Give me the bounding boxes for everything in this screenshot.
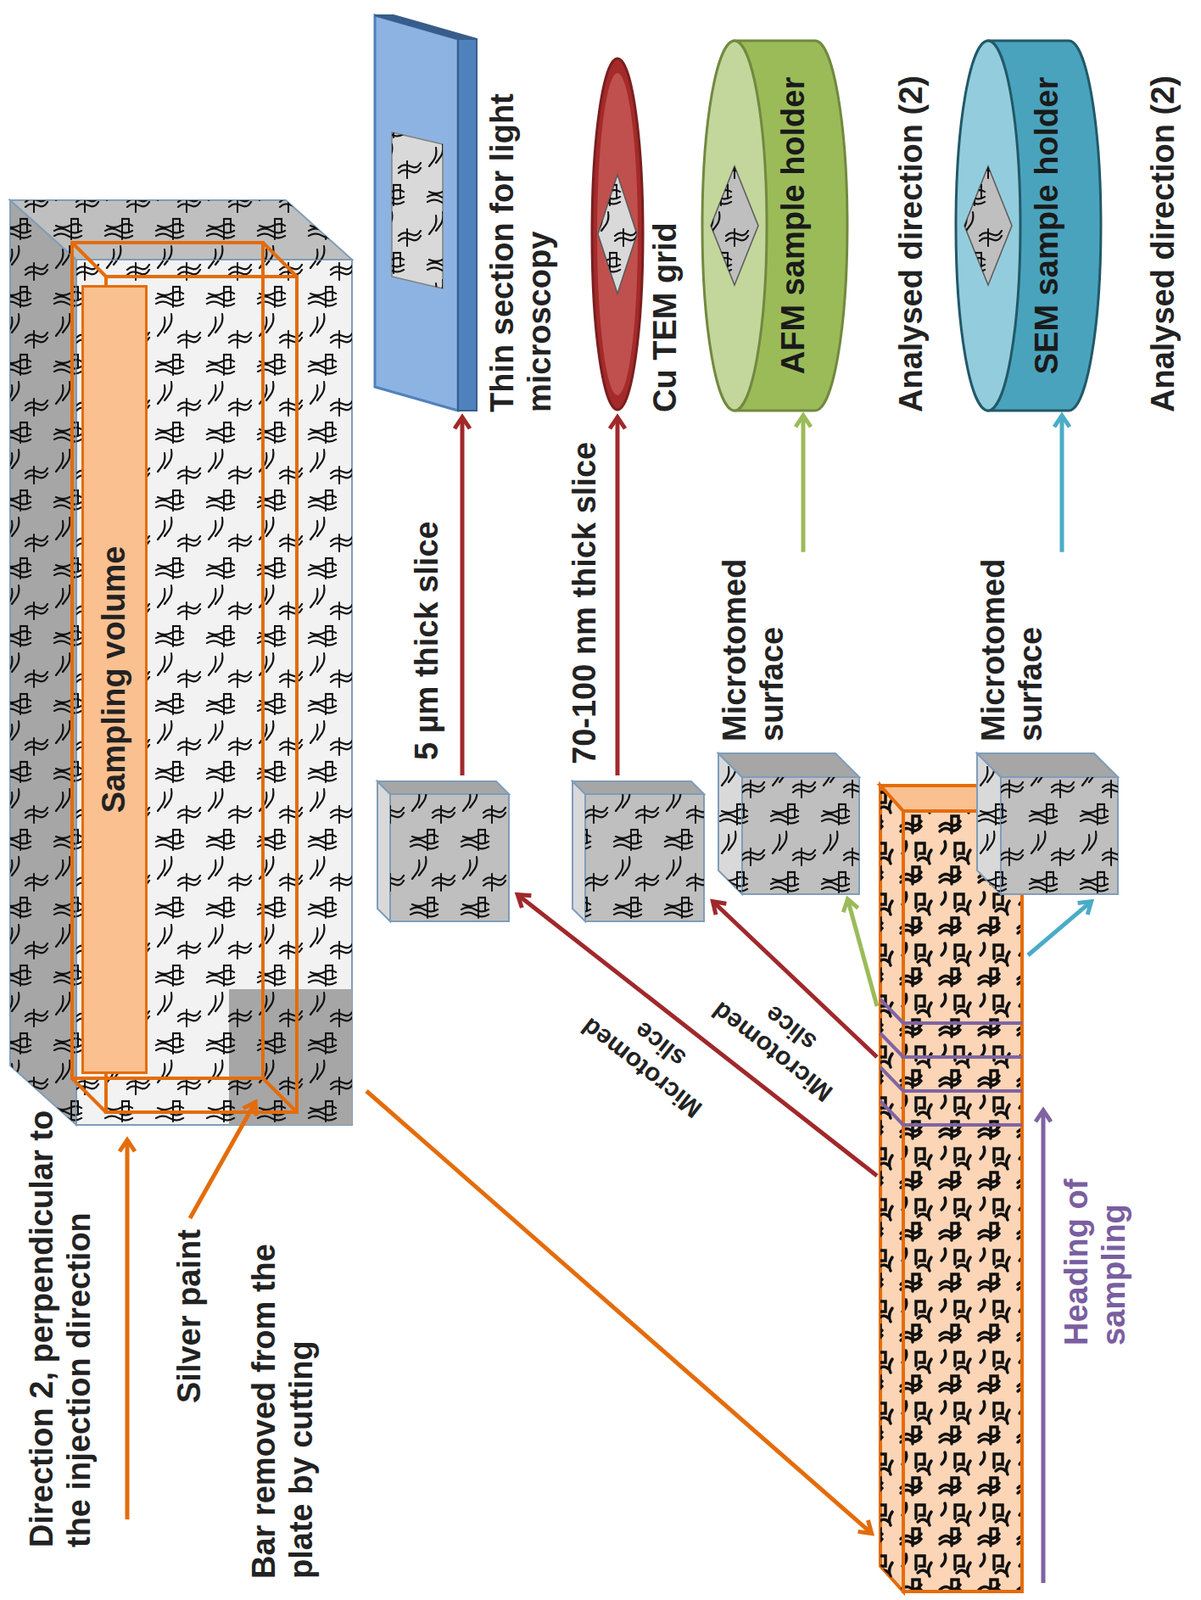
node-text: Microtomed surface [975, 558, 1050, 742]
drawing-rect [585, 793, 704, 922]
drawing-rect [390, 793, 509, 922]
node-text: Microtomed surface [716, 558, 791, 742]
drawing-polygon [458, 39, 477, 411]
sample-cube [716, 751, 861, 896]
node-text: Thin section for light microscopy [484, 13, 559, 413]
sampling-volume-box: Sampling volume [81, 284, 148, 1074]
drawing-rect [390, 793, 509, 922]
glass-slide: Thin section for light microscopy [373, 13, 559, 413]
drawing-line [262, 242, 297, 277]
node-subtext: Analysed direction (2) [1145, 39, 1183, 413]
drawing-polygon [572, 781, 586, 922]
drawing-polygon [964, 166, 1012, 285]
afm-holder: AFM sample holder Analysed direction (2) [700, 39, 931, 413]
drawing-rect [904, 812, 1021, 1590]
drawing-polygon [377, 781, 391, 922]
drawing-rect [742, 776, 860, 894]
green-arrow [848, 900, 878, 1006]
callout-label: Silver paint [171, 1228, 209, 1403]
direction-label: Direction 2, perpendicular to the inject… [23, 1072, 98, 1548]
node-text: Sampling volume [95, 532, 134, 827]
connector-arrow [1060, 417, 1065, 553]
drawing-rect [76, 259, 352, 1125]
drawing-polygon [880, 785, 904, 1592]
drawing-polygon [10, 200, 352, 260]
node-text: SEM sample holder [1028, 39, 1067, 413]
drawing-line [189, 1103, 255, 1218]
thin-slice [377, 781, 509, 922]
drawing-line [72, 1078, 107, 1112]
drawing-polyline [880, 1066, 1023, 1091]
drawing-rect [1000, 776, 1118, 894]
drawing-rect [585, 793, 704, 922]
drawing-polygon [977, 753, 1118, 777]
tem-grid-shape [589, 55, 646, 413]
arrow-label: 5 µm thick slice [408, 520, 447, 760]
arrow-label: Microtomed slice [575, 988, 726, 1123]
drawing-rect [1000, 776, 1118, 894]
ultrathin-slice [572, 781, 704, 922]
drawing-polyline [880, 1100, 1023, 1125]
drawing-ellipse [592, 58, 643, 410]
holder-cylinder [954, 39, 1103, 413]
callout-label: Bar removed from the plate by cutting [245, 1217, 320, 1579]
drawing-polygon [710, 166, 759, 285]
drawing-ellipse [597, 72, 638, 396]
drawing-polygon [718, 753, 860, 777]
microtomed-block: Microtomed surface [975, 555, 1120, 896]
drawing-polygon [10, 200, 77, 1125]
drawing-polygon [964, 166, 1012, 285]
microtomed-block: Microtomed surface [716, 555, 861, 896]
connector-arrow [801, 417, 806, 553]
drawing-polygon [710, 166, 759, 285]
drawing-rect [76, 259, 352, 1125]
drawing-line [72, 242, 107, 277]
drawing-line [460, 418, 465, 776]
red-arrows [462, 418, 878, 1176]
drawing-rect [72, 242, 263, 1079]
drawing-polygon [374, 15, 477, 40]
sampling-volume-frame [72, 242, 297, 1112]
drawing-polygon [572, 781, 704, 794]
drawing-line [366, 1090, 871, 1532]
drawing-ellipse [702, 40, 767, 411]
node-subtext: Analysed direction (2) [893, 39, 931, 413]
drawing-polygon [597, 174, 637, 294]
sample-cube [975, 751, 1120, 896]
cut-lines [880, 999, 1023, 1125]
tem-grid: Cu TEM grid [589, 55, 685, 413]
drawing-polyline [880, 999, 1023, 1023]
glass-slide-shape [373, 13, 480, 413]
holder-cylinder [700, 39, 850, 413]
sem-holder: SEM sample holder Analysed direction (2) [954, 39, 1183, 413]
drawing-polyline [880, 1033, 1023, 1057]
drawing-line [615, 418, 621, 776]
teal-arrow [1027, 902, 1090, 956]
drawing-polygon [10, 200, 77, 1125]
drawing-rect [742, 776, 860, 894]
drawing-polygon [391, 132, 443, 289]
sampling-heading-label: Heading of sampling [1058, 1150, 1133, 1346]
sampling-heading-arrow [1041, 1111, 1046, 1583]
arrow-label: 70-100 nm thick slice [566, 441, 604, 765]
drawing-line [262, 1078, 297, 1112]
drawing-ellipse [955, 40, 1021, 411]
molded-plate-block [10, 200, 352, 1125]
drawing-polygon [374, 15, 459, 411]
arrow-label: Microtomed slice [706, 971, 856, 1107]
drawing-polygon [377, 781, 509, 794]
drawing-rect [903, 810, 1023, 1592]
drawing-polygon [597, 174, 637, 294]
orange-arrows [127, 1090, 871, 1532]
drawing-line [125, 1141, 130, 1520]
drawing-polygon [391, 132, 443, 289]
node-text: Cu TEM grid [647, 55, 685, 413]
node-text: AFM sample holder [775, 39, 813, 413]
drawing-line [519, 895, 878, 1176]
drawing-polygon [10, 200, 352, 260]
drawing-polygon [880, 785, 904, 1592]
sampled-bar [880, 785, 1023, 1592]
